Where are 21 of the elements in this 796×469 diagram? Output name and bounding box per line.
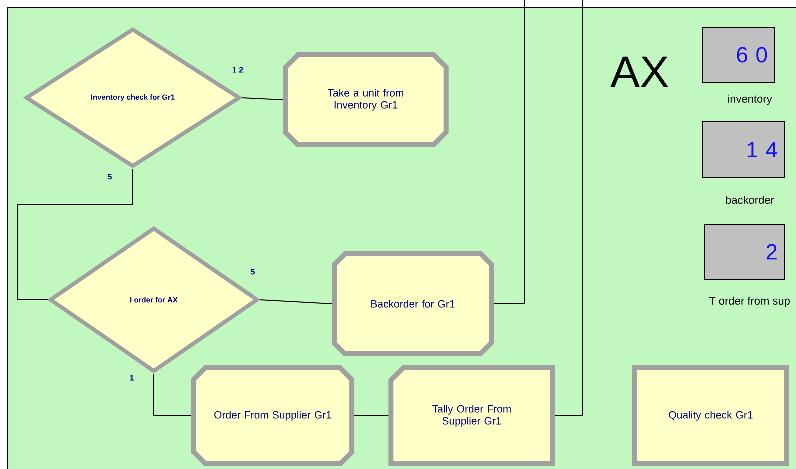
counter-display: 1 4 bbox=[702, 122, 786, 178]
counter-display: 6 0 bbox=[702, 27, 776, 83]
count-label: 5 bbox=[108, 174, 112, 180]
connector bbox=[494, 0, 526, 304]
display-label: backorder bbox=[726, 196, 774, 204]
connector bbox=[260, 300, 332, 304]
display-label: T order from sup bbox=[709, 296, 790, 308]
title-text: AX bbox=[610, 56, 668, 88]
process-box: Take a unit from Inventory Gr1 bbox=[283, 52, 449, 148]
connector bbox=[154, 374, 192, 416]
process-box: Order From Supplier Gr1 bbox=[191, 365, 355, 466]
connector bbox=[18, 168, 134, 300]
process-box: Backorder for Gr1 bbox=[332, 252, 494, 356]
display-label: inventory bbox=[728, 94, 772, 106]
connector bbox=[242, 98, 284, 100]
connector bbox=[554, 0, 584, 416]
process-box: Tally Order From Supplier Gr1 bbox=[388, 365, 556, 466]
counter-display: 2 bbox=[704, 224, 786, 280]
count-label: 5 bbox=[251, 269, 255, 275]
count-label: 1 2 bbox=[232, 67, 244, 73]
process-box: Quality check Gr1 bbox=[632, 365, 790, 466]
